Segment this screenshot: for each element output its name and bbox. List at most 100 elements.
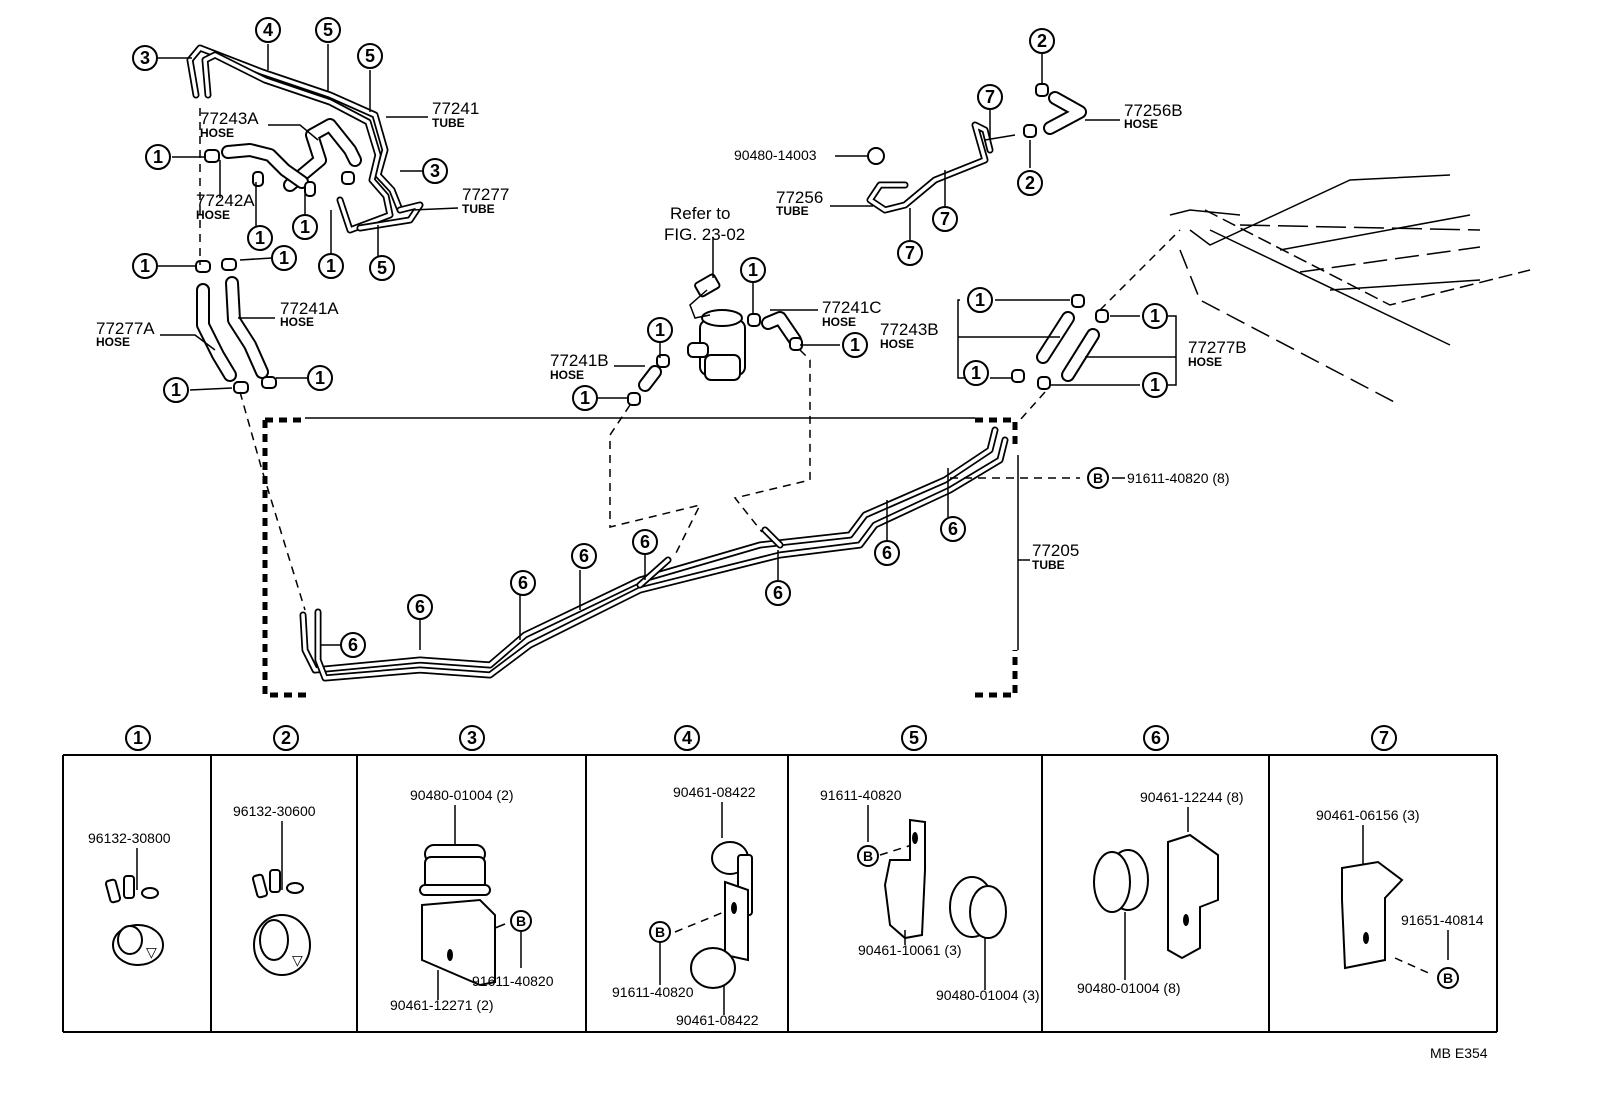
svg-text:90461-12244 (8): 90461-12244 (8) — [1140, 789, 1244, 805]
legend-header-6: 6 — [1143, 725, 1169, 751]
svg-text:6: 6 — [773, 583, 783, 603]
svg-text:HOSE: HOSE — [1188, 355, 1222, 369]
svg-text:6: 6 — [882, 543, 892, 563]
svg-text:B: B — [863, 848, 873, 864]
hose-77277B — [1061, 328, 1100, 382]
svg-text:3: 3 — [467, 728, 477, 748]
callout-1[interactable]: 1 — [271, 245, 297, 271]
callout-2[interactable]: 2 — [1017, 170, 1043, 196]
label-bolt-B: 91611-40820 (8) — [1127, 470, 1229, 486]
svg-text:TUBE: TUBE — [462, 202, 495, 216]
svg-text:91611-40820: 91611-40820 — [820, 787, 902, 803]
callout-1[interactable]: 1 — [307, 365, 333, 391]
callout-1[interactable]: 1 — [842, 332, 868, 358]
hose-77241C — [747, 311, 803, 351]
callout-3[interactable]: 3 — [422, 158, 448, 184]
callout-1[interactable]: 1 — [740, 257, 766, 283]
svg-text:90461-06156 (3): 90461-06156 (3) — [1316, 807, 1420, 823]
svg-text:6: 6 — [518, 573, 528, 593]
callout-6[interactable]: 6 — [340, 632, 366, 658]
callout-6[interactable]: 6 — [510, 570, 536, 596]
svg-text:1: 1 — [315, 368, 325, 388]
svg-text:1: 1 — [655, 320, 665, 340]
hose-77241B — [627, 354, 670, 406]
callout-7[interactable]: 7 — [897, 240, 923, 266]
legend-header-5: 5 — [901, 725, 927, 751]
svg-text:90461-12271 (2): 90461-12271 (2) — [390, 997, 494, 1013]
legend-table — [62, 754, 1498, 1033]
svg-text:6: 6 — [579, 546, 589, 566]
tube-77256 — [866, 121, 1016, 214]
callout-5[interactable]: 5 — [315, 17, 341, 43]
label-90480-14003: 90480-14003 — [734, 147, 817, 163]
svg-text:B: B — [655, 924, 665, 940]
callout-5[interactable]: 5 — [357, 43, 383, 69]
svg-text:1: 1 — [171, 380, 181, 400]
legend-cell-7: 90461-06156 (3) 91651-40814 B — [1316, 807, 1484, 989]
svg-text:B: B — [516, 913, 526, 929]
legend-cell-1: 96132-30800 ▽ — [88, 830, 171, 966]
callout-1[interactable]: 1 — [963, 360, 989, 386]
callout-6[interactable]: 6 — [874, 540, 900, 566]
svg-text:7: 7 — [1379, 728, 1389, 748]
callout-6[interactable]: 6 — [632, 529, 658, 555]
svg-text:1: 1 — [580, 388, 590, 408]
callout-1[interactable]: 1 — [247, 225, 273, 251]
svg-text:5: 5 — [323, 20, 333, 40]
hose-clamps-top-left — [195, 149, 355, 394]
svg-text:91611-40820: 91611-40820 — [472, 973, 554, 989]
svg-text:FIG. 23-02: FIG. 23-02 — [664, 225, 745, 244]
legend-cell-2: 96132-30600 ▽ — [233, 803, 316, 976]
svg-text:1: 1 — [279, 248, 289, 268]
svg-text:77242A: 77242A — [196, 191, 255, 210]
svg-text:90461-08422: 90461-08422 — [676, 1012, 759, 1028]
svg-text:HOSE: HOSE — [822, 315, 856, 329]
callout-4[interactable]: 4 — [255, 17, 281, 43]
callout-1[interactable]: 1 — [1142, 303, 1168, 329]
callout-1[interactable]: 1 — [967, 287, 993, 313]
callout-1[interactable]: 1 — [132, 253, 158, 279]
svg-text:HOSE: HOSE — [1124, 117, 1158, 131]
svg-text:77277B: 77277B — [1188, 338, 1247, 357]
legend-cell-4: 90461-08422 B 91611-40820 90461-08422 — [612, 784, 759, 1028]
callout-1[interactable]: 1 — [292, 214, 318, 240]
callout-7[interactable]: 7 — [932, 206, 958, 232]
callout-1[interactable]: 1 — [647, 317, 673, 343]
svg-text:B: B — [1093, 470, 1103, 486]
callout-7[interactable]: 7 — [977, 84, 1003, 110]
legend-cell-5: 91611-40820 B 90461-10061 (3) 90480-0100… — [820, 787, 1040, 1003]
hose-77277A — [196, 283, 237, 382]
callout-1[interactable]: 1 — [572, 385, 598, 411]
callout-6[interactable]: 6 — [940, 516, 966, 542]
callout-B[interactable]: B — [1087, 467, 1109, 489]
callout-6[interactable]: 6 — [407, 594, 433, 620]
hose-77241A — [225, 276, 269, 379]
svg-text:2: 2 — [1037, 31, 1047, 51]
callout-6[interactable]: 6 — [765, 580, 791, 606]
svg-text:90480-14003: 90480-14003 — [734, 147, 817, 163]
main-tube-77205 — [299, 426, 1009, 682]
svg-text:4: 4 — [263, 20, 273, 40]
callout-1[interactable]: 1 — [1142, 372, 1168, 398]
svg-text:90461-10061 (3): 90461-10061 (3) — [858, 942, 962, 958]
svg-text:77241: 77241 — [432, 99, 479, 118]
callout-1[interactable]: 1 — [163, 377, 189, 403]
svg-text:1: 1 — [850, 335, 860, 355]
svg-text:96132-30600: 96132-30600 — [233, 803, 316, 819]
callout-6[interactable]: 6 — [571, 543, 597, 569]
callout-5[interactable]: 5 — [369, 255, 395, 281]
callout-1[interactable]: 1 — [318, 253, 344, 279]
callout-1[interactable]: 1 — [145, 144, 171, 170]
legend-cell-6: 90461-12244 (8) 90480-01004 (8) — [1077, 789, 1244, 996]
callout-2[interactable]: 2 — [1029, 28, 1055, 54]
fuel-tank — [1169, 174, 1531, 406]
callout-3[interactable]: 3 — [132, 45, 158, 71]
svg-text:77256B: 77256B — [1124, 101, 1183, 120]
